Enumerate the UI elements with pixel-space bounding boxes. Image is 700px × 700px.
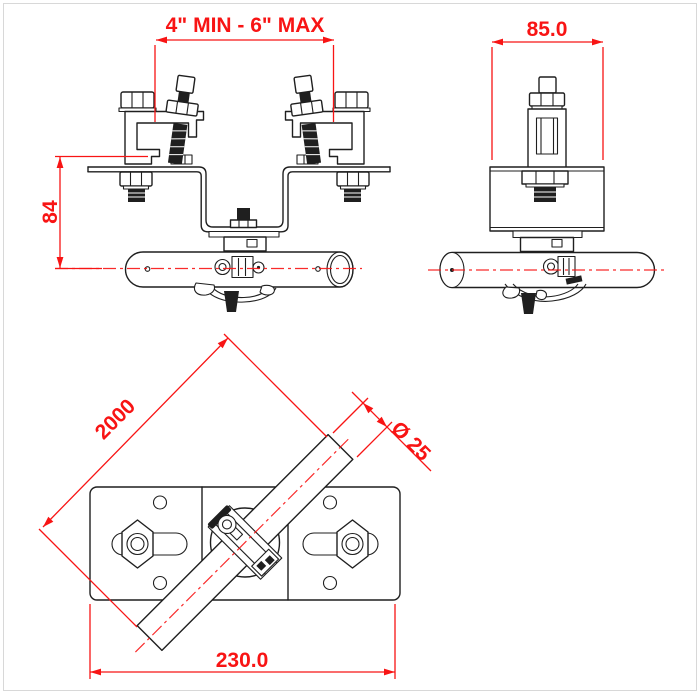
- plan-latch: [251, 548, 280, 577]
- side-wing-nut: [521, 293, 536, 314]
- front-left-beam-clamp: [118, 74, 205, 202]
- dim-length-2000-label: 2000: [91, 395, 140, 444]
- side-bracket-body: [489, 166, 605, 253]
- clamp-screw: [165, 74, 199, 165]
- plan-view: 2000 Ø 25 230.0: [38, 333, 435, 679]
- dim-height-84-label: 84: [39, 200, 62, 224]
- dim-clamp-range: 4" MIN - 6" MAX: [154, 14, 335, 122]
- plan-pipe-group: [134, 433, 354, 653]
- dim-plate-230-label: 230.0: [216, 649, 269, 672]
- plan-left-slot-assembly: [111, 495, 188, 591]
- front-wing-nut: [224, 291, 239, 312]
- plan-wing-bolt: [207, 505, 244, 541]
- dim-diameter-25-label: Ø 25: [386, 417, 435, 466]
- dim-height-84: 84: [39, 155, 148, 270]
- front-coupler-tab: [223, 236, 267, 252]
- side-view: 85.0: [428, 18, 665, 314]
- dim-plate-230: 230.0: [89, 604, 396, 679]
- plan-pipe-centerline: [134, 436, 352, 653]
- side-coupler: [502, 255, 587, 314]
- front-right-beam-clamp: [284, 73, 371, 203]
- dim-width-85: 85.0: [491, 18, 604, 160]
- dim-clamp-range-label: 4" MIN - 6" MAX: [166, 14, 325, 37]
- dim-width-85-label: 85.0: [527, 18, 568, 41]
- front-coupler: [193, 255, 277, 312]
- flange-bolt: [119, 171, 153, 202]
- front-center-bolt: [229, 208, 258, 229]
- plan-right-slot-assembly: [302, 495, 379, 591]
- sheet-border: [3, 3, 697, 691]
- front-spacer-plate: [208, 230, 280, 238]
- side-clamp-profile: [527, 76, 567, 169]
- front-view: 4" MIN - 6" MAX 84: [39, 14, 391, 312]
